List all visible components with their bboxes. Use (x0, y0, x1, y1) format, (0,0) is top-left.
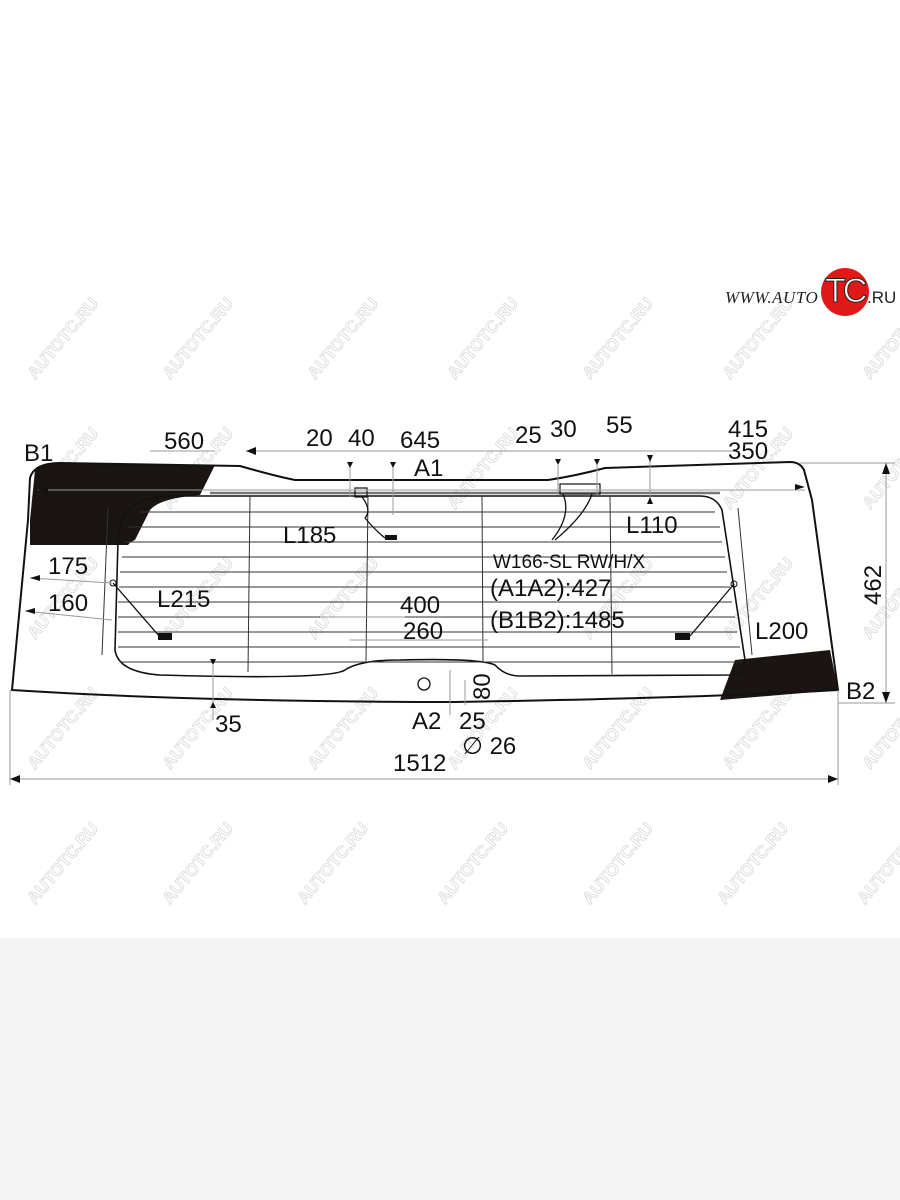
svg-text:AUTOTC.RU: AUTOTC.RU (859, 424, 900, 513)
svg-text:AUTOTC.RU: AUTOTC.RU (159, 294, 238, 383)
black-print-bottom-right (720, 650, 838, 700)
svg-text:AUTOTC.RU: AUTOTC.RU (294, 819, 373, 908)
logo-red-circle-icon (821, 268, 869, 316)
mounting-hole (417, 677, 431, 691)
svg-text:AUTOTC.RU: AUTOTC.RU (304, 554, 383, 643)
connector-left (354, 487, 397, 540)
connector-l200 (675, 580, 738, 640)
diagonal-b1b2: (B1B2):1485 (490, 607, 625, 634)
dim-415: 415 (728, 416, 768, 443)
label-b2: B2 (846, 678, 875, 705)
svg-text:AUTOTC.RU: AUTOTC.RU (579, 819, 658, 908)
dim-260: 260 (403, 618, 443, 645)
label-b1: B1 (24, 440, 53, 467)
heated-grid-outline (114, 495, 746, 678)
footer-band (0, 938, 900, 1200)
svg-text:AUTOTC.RU: AUTOTC.RU (24, 819, 103, 908)
logo-suffix: .RU (867, 288, 897, 307)
dim-400: 400 (400, 592, 440, 619)
dim-40: 40 (348, 425, 375, 452)
lead-l200: L200 (755, 618, 808, 645)
svg-text:AUTOTC.RU: AUTOTC.RU (444, 424, 523, 513)
svg-text:AUTOTC.RU: AUTOTC.RU (854, 819, 900, 908)
dimension-arrows (10, 447, 890, 783)
svg-text:AUTOTC.RU: AUTOTC.RU (304, 684, 383, 773)
lead-l185: L185 (283, 522, 336, 549)
bus-bars (101, 495, 753, 675)
svg-text:AUTOTC.RU: AUTOTC.RU (434, 819, 513, 908)
dim-462: 462 (860, 565, 887, 605)
rear-glass-drawing: AUTOTC.RU AUTOTC.RU AUTOTC.RU AUTOTC.RU … (9, 294, 900, 908)
label-a2: A2 (412, 708, 441, 735)
dim-350: 350 (728, 438, 768, 465)
dim-35: 35 (215, 711, 242, 738)
autotc-logo[interactable]: WWW.AUTO TC .RU (725, 268, 897, 318)
svg-text:AUTOTC.RU: AUTOTC.RU (304, 294, 383, 383)
glass-outline (10, 460, 840, 704)
lead-l110: L110 (626, 512, 678, 539)
svg-text:AUTOTC.RU: AUTOTC.RU (159, 819, 238, 908)
dim-hole-diameter: ∅ 26 (462, 733, 516, 760)
model-code: W166-SL RW/H/X (493, 552, 645, 573)
dimension-labels: B1 560 20 40 645 A1 25 30 55 415 350 L18… (24, 412, 887, 777)
diagonal-a1a2: (A1A2):427 (490, 575, 611, 602)
lead-l215: L215 (157, 586, 210, 613)
black-print-top-left (30, 463, 215, 545)
dim-20: 20 (306, 425, 333, 452)
logo-prefix: WWW.AUTO (725, 288, 819, 307)
dim-55: 55 (606, 412, 633, 439)
watermark-layer: AUTOTC.RU AUTOTC.RU AUTOTC.RU AUTOTC.RU … (23, 294, 900, 908)
connector-right (551, 483, 601, 541)
dim-30: 30 (550, 416, 577, 443)
label-a1: A1 (414, 455, 443, 482)
heating-lines (118, 511, 742, 663)
dim-160: 160 (48, 590, 88, 617)
dim-1512: 1512 (393, 750, 446, 777)
svg-text:AUTOTC.RU: AUTOTC.RU (24, 294, 103, 383)
logo-badge: TC (824, 272, 867, 311)
dim-175: 175 (48, 553, 88, 580)
dim-25-top: 25 (515, 422, 542, 449)
svg-text:AUTOTC.RU: AUTOTC.RU (444, 294, 523, 383)
dim-645: 645 (400, 427, 440, 454)
svg-text:AUTOTC.RU: AUTOTC.RU (24, 684, 103, 773)
dim-560: 560 (164, 428, 204, 455)
dimension-lines (9, 450, 895, 785)
dim-80: 80 (469, 673, 496, 700)
svg-text:AUTOTC.RU: AUTOTC.RU (579, 294, 658, 383)
svg-text:AUTOTC.RU: AUTOTC.RU (714, 819, 793, 908)
dim-25-bottom: 25 (459, 708, 486, 735)
